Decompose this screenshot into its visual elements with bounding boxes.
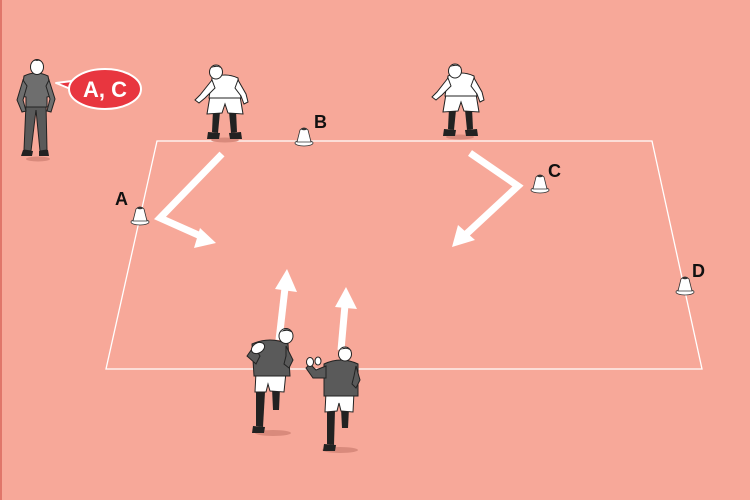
defender-right — [431, 63, 485, 140]
coach-callout: A, C — [55, 68, 142, 110]
callout-text: A, C — [83, 77, 127, 102]
left-edge — [0, 0, 2, 500]
attacker-ball-carrier — [246, 328, 294, 436]
cone-d — [675, 276, 695, 296]
coach-figure — [16, 59, 56, 162]
cone-c — [530, 174, 550, 194]
cone-label-c: C — [548, 161, 561, 181]
playing-area — [105, 140, 703, 370]
cone-label-b: B — [314, 112, 327, 132]
defender-right-run-arrow — [452, 150, 524, 247]
cone-b — [294, 127, 314, 147]
attacker-right-run-arrow — [335, 287, 357, 351]
cone-label-a: A — [115, 189, 128, 209]
cone-a — [130, 206, 150, 226]
cone-label-d: D — [692, 261, 705, 281]
defender-left-run-arrow — [153, 151, 225, 248]
defender-left — [194, 64, 249, 143]
attacker-support — [305, 346, 361, 453]
